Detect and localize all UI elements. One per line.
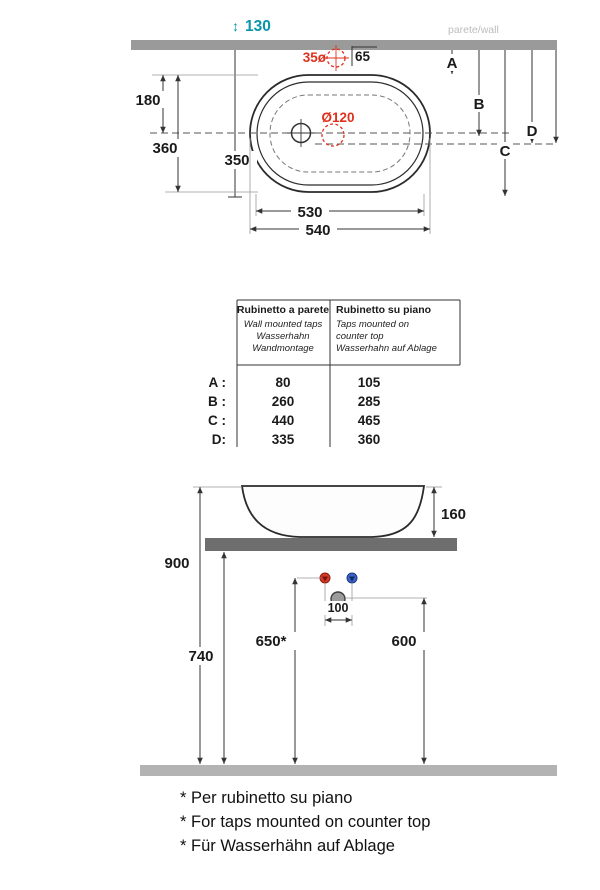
row-wall-value: 80 xyxy=(275,375,290,390)
side-view: 160 900 740 100 650* 600 xyxy=(140,485,557,776)
col-wall-sub1: Wall mounted taps xyxy=(244,319,323,330)
ref-label-c: C xyxy=(500,143,511,160)
spec-table: Rubinetto a parete Wall mounted taps Was… xyxy=(208,299,461,447)
ref-label-a: A xyxy=(447,55,458,72)
drain-diameter-circle xyxy=(321,123,345,147)
row-counter-value: 360 xyxy=(358,432,381,447)
dim-label-180: 180 xyxy=(135,92,160,109)
row-wall-value: 335 xyxy=(272,432,295,447)
footnote-german: * Für Wasserhähn auf Ablage xyxy=(180,837,395,855)
footnote-italian: * Per rubinetto su piano xyxy=(180,789,352,807)
updown-arrows-icon: ↕ xyxy=(232,18,239,34)
row-label: C : xyxy=(208,413,226,428)
dim-label-530: 530 xyxy=(297,204,322,221)
dim-label-160: 160 xyxy=(441,506,466,523)
ref-label-d: D xyxy=(527,123,538,140)
dim-label-740: 740 xyxy=(188,648,213,665)
basin-outer-outline xyxy=(249,74,431,193)
drain-diameter-label: Ø120 xyxy=(321,110,354,125)
top-view: parete/wall ↕ 130 35ø 65 Ø120 180 xyxy=(131,18,559,239)
row-label: A : xyxy=(209,375,227,390)
hot-water-triangle-icon xyxy=(322,576,328,582)
ref-label-b: B xyxy=(474,96,485,113)
row-label: D: xyxy=(212,432,226,447)
floor-bar xyxy=(140,765,557,776)
footnotes: * Per rubinetto su piano * For taps moun… xyxy=(180,789,430,855)
dim-label-900: 900 xyxy=(164,555,189,572)
col-wall-title: Rubinetto a parete xyxy=(237,304,329,316)
wall-bar xyxy=(131,40,557,50)
row-counter-value: 285 xyxy=(358,394,381,409)
row-counter-value: 465 xyxy=(358,413,381,428)
footnote-english: * For taps mounted on counter top xyxy=(180,813,430,831)
basin-bottom-outline xyxy=(269,94,411,173)
basin-profile xyxy=(240,485,426,538)
dim-label-350: 350 xyxy=(224,152,249,169)
wall-label: parete/wall xyxy=(448,24,499,36)
dim-label-600: 600 xyxy=(391,633,416,650)
tap-offset-label: 65 xyxy=(355,49,371,64)
row-counter-value: 105 xyxy=(358,375,381,390)
counter-top-bar xyxy=(205,538,457,551)
dim-label-540: 540 xyxy=(305,222,330,239)
col-counter-sub2: counter top xyxy=(336,331,384,342)
dim-label-360: 360 xyxy=(152,140,177,157)
col-wall-sub3: Wandmontage xyxy=(252,343,314,354)
wall-gap-dimension: 130 xyxy=(245,18,271,35)
dim-label-100: 100 xyxy=(328,601,349,615)
col-wall-sub2: Wasserhahn xyxy=(256,331,309,342)
cold-water-triangle-icon xyxy=(349,576,355,582)
col-counter-title: Rubinetto su piano xyxy=(336,304,431,316)
tap-hole-label: 35ø xyxy=(303,50,327,65)
row-wall-value: 260 xyxy=(272,394,295,409)
col-counter-sub3: Wasserhahn auf Ablage xyxy=(336,343,437,354)
basin-rim-outline xyxy=(256,81,424,186)
col-counter-sub1: Taps mounted on xyxy=(336,319,409,330)
dim-label-650: 650* xyxy=(256,633,287,650)
row-wall-value: 440 xyxy=(272,413,295,428)
row-label: B : xyxy=(208,394,226,409)
